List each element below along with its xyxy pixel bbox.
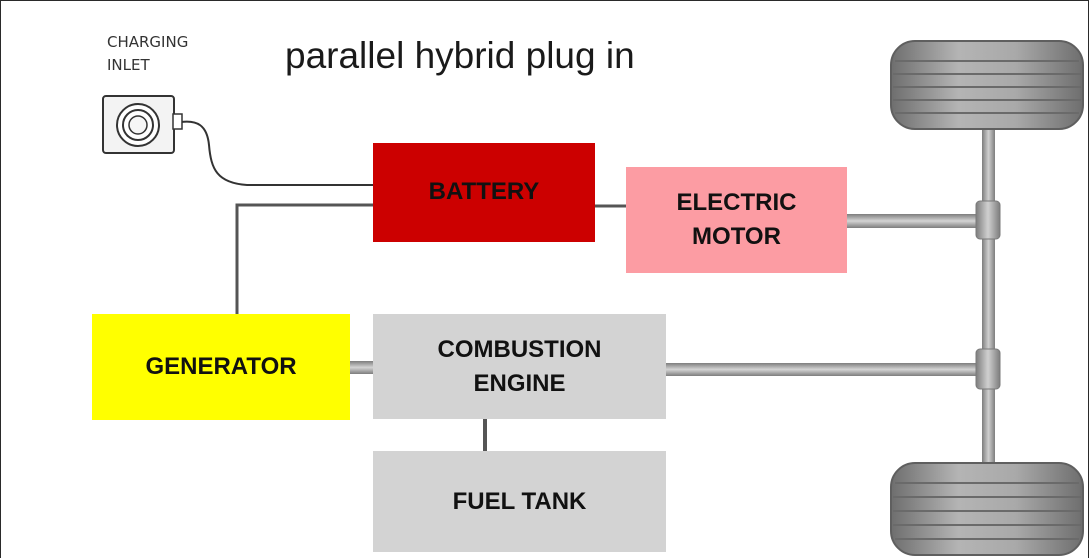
charging-inlet-label-line1: CHARGING [107,33,189,51]
combustion-engine-label: COMBUSTION ENGINE [437,335,602,397]
engine-shaft [666,363,983,376]
combustion-engine-box: COMBUSTION ENGINE [373,314,666,419]
generator-label: GENERATOR [145,353,297,380]
battery-box: BATTERY [373,143,595,242]
battery-generator-wire [235,203,373,314]
charging-inlet-label-line2: INLET [107,56,150,74]
charging-socket-icon [102,95,183,154]
diagram-title: parallel hybrid plug in [285,35,635,76]
motor-shaft [847,214,983,228]
fuel-tank-label: FUEL TANK [452,487,587,515]
charging-inlet-label: CHARGING INLET [107,31,188,77]
engine-coupling [975,348,1001,390]
fuel-tank-box: FUEL TANK [373,451,666,552]
top-tire-icon [890,40,1084,130]
generator-box: GENERATOR [92,314,350,420]
charging-cable [180,120,373,186]
generator-engine-shaft [350,361,373,374]
drive-axle [982,111,995,481]
electric-motor-box: ELECTRIC MOTOR [626,167,847,273]
battery-label: BATTERY [428,178,540,205]
electric-motor-label: ELECTRIC MOTOR [676,189,797,250]
motor-coupling [975,200,1001,240]
bottom-tire-icon [890,462,1084,556]
